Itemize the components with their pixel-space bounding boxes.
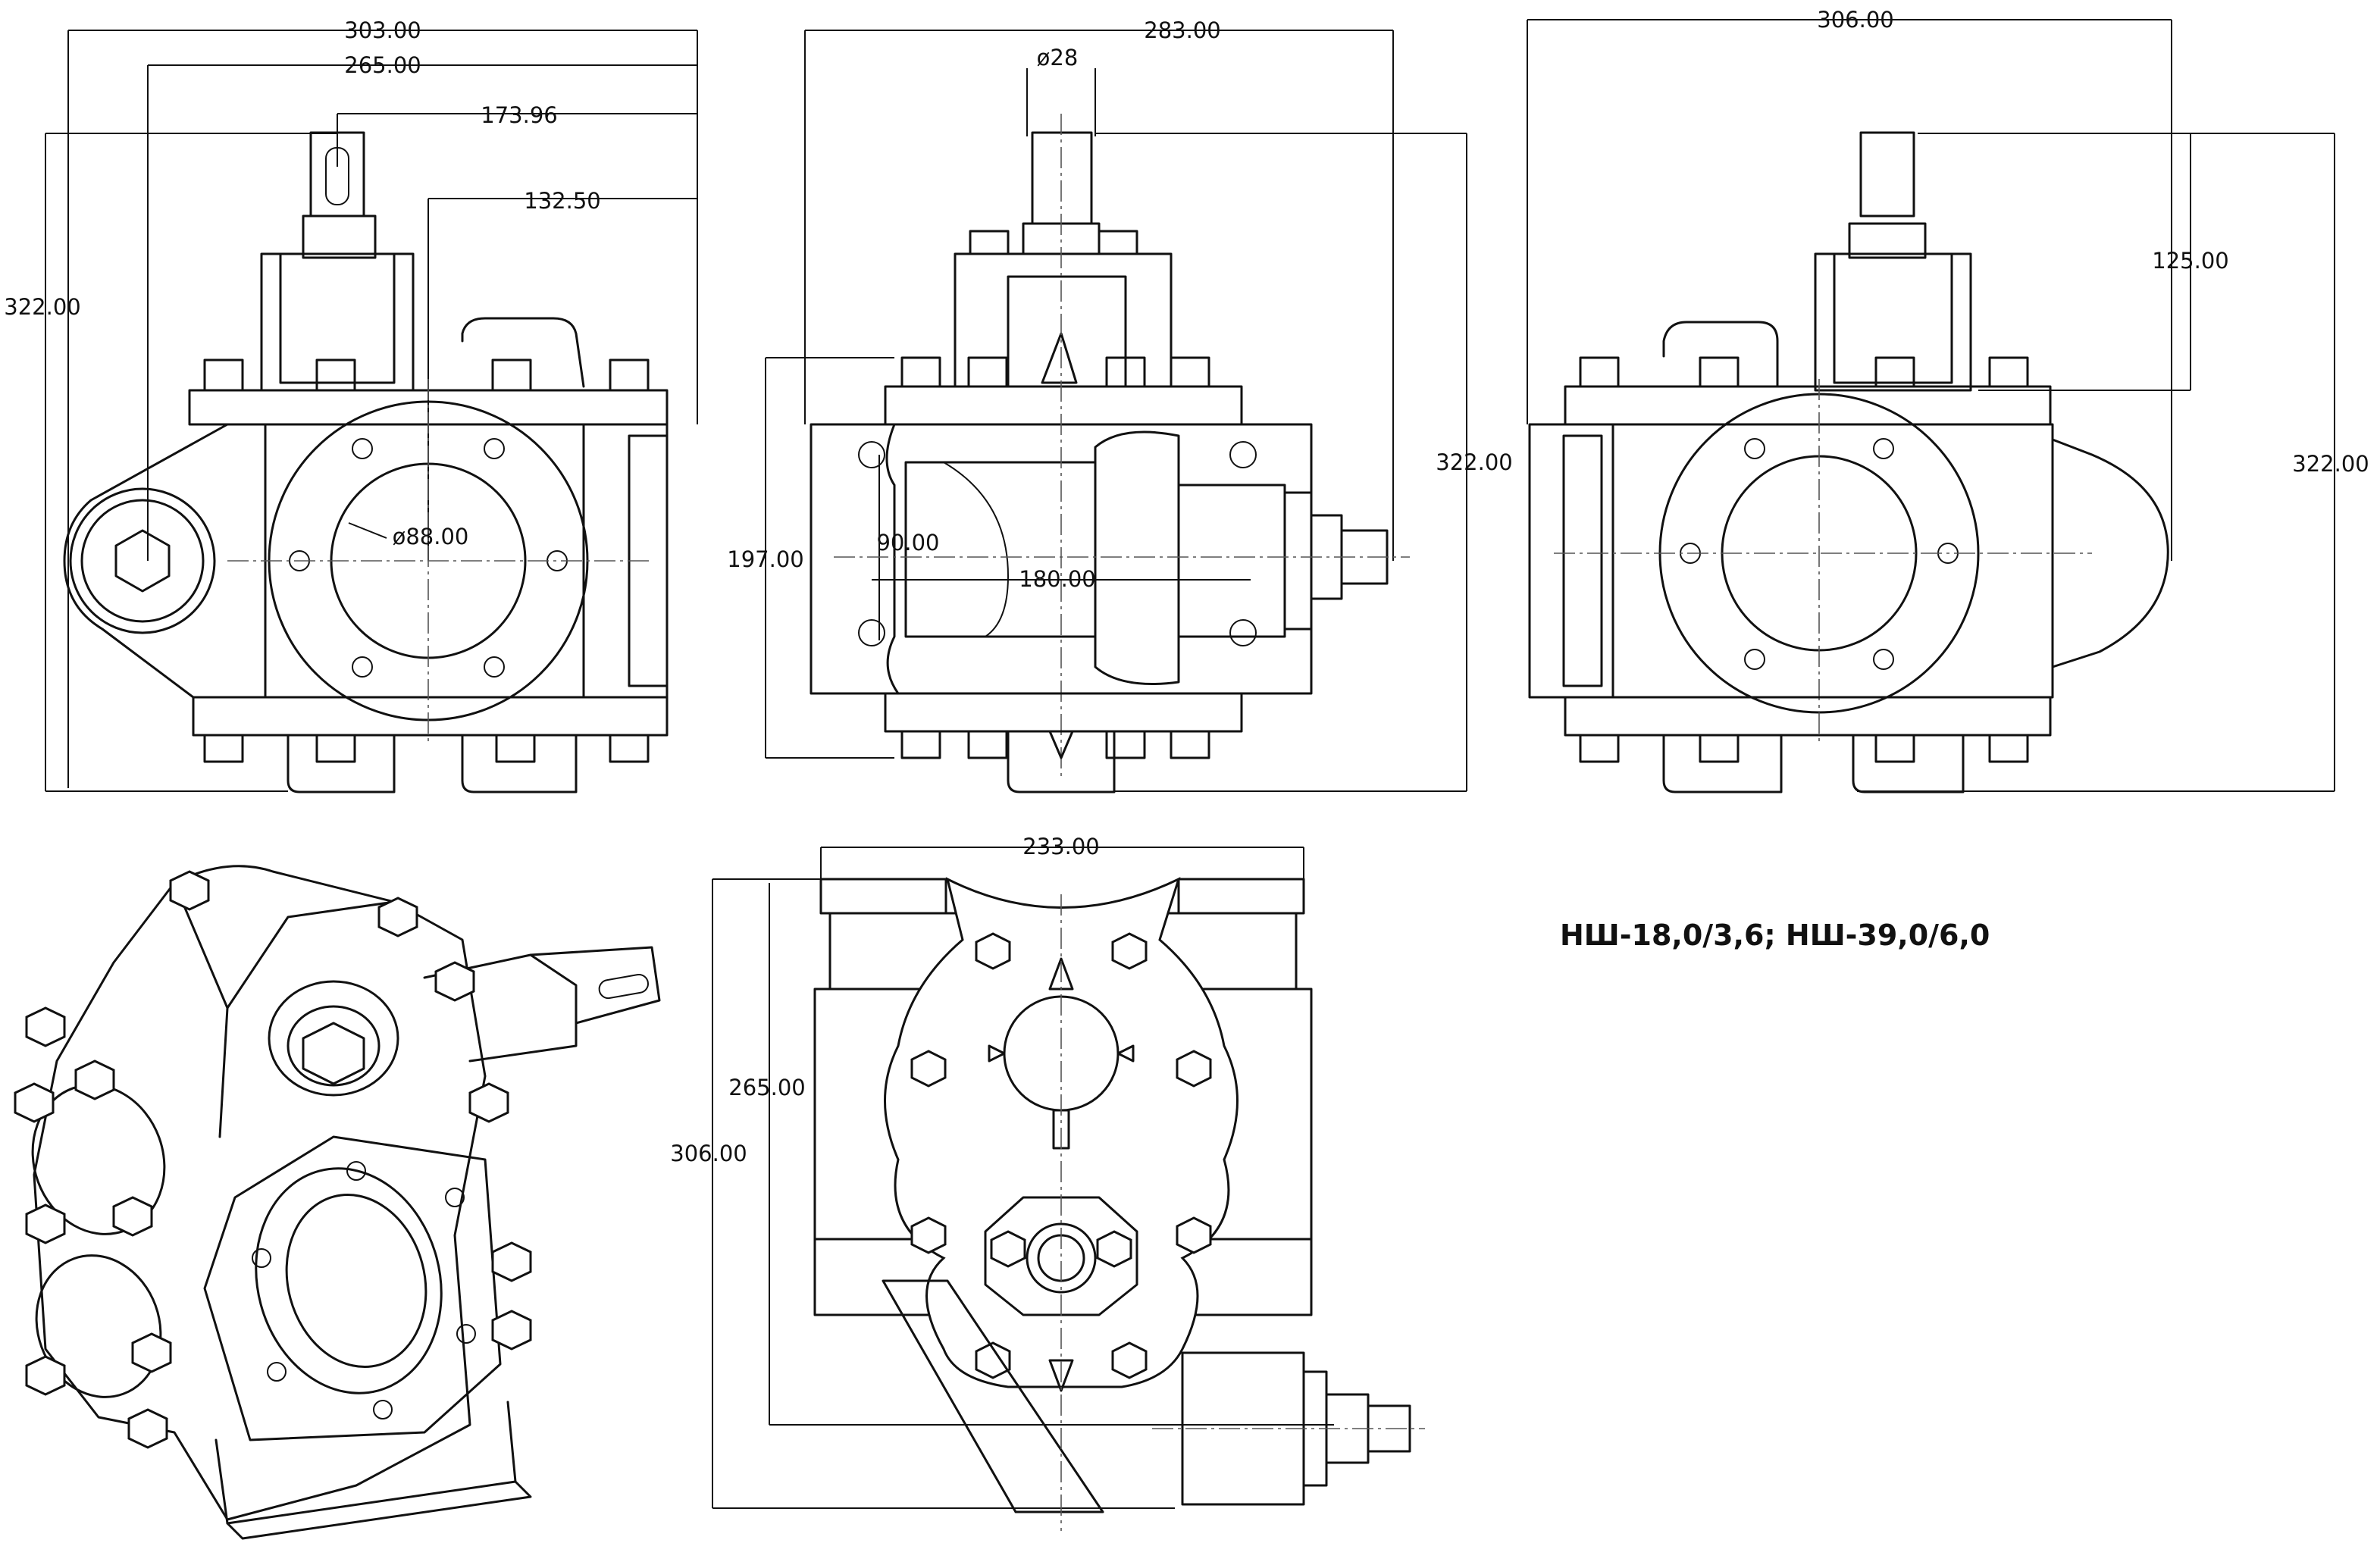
dim-bottom-overall-height: 306.00 [670,1141,747,1166]
dim-front-shaft-offset: 173.96 [481,102,557,128]
side-bottom-bolts [900,730,1210,759]
dim-rear-width: 306.00 [1817,7,1893,33]
pump-model-title: НШ-18,0/3,6; НШ-39,0/6,0 [1560,919,1990,952]
dim-side-port-offset: 90.00 [876,530,939,556]
dim-side-length: 180.00 [1019,566,1095,592]
bottom-view: 233.00 265.00 306.00 [670,834,1425,1531]
rear-bottom-bolts [1579,734,2029,763]
dim-front-port-diameter: ø88.00 [393,524,469,549]
dim-side-shaft-diameter: ø28 [1037,45,1079,70]
dim-front-height: 322.00 [4,294,80,320]
dim-rear-height: 322.00 [2292,451,2369,477]
front-bottom-bolts [203,734,650,763]
front-view: 303.00 265.00 173.96 132.50 322.00 [4,17,698,793]
side-top-bolts [900,356,1210,388]
dim-front-mid-width: 265.00 [344,52,421,78]
dim-front-port-offset: 132.50 [524,188,600,214]
bottom-view-bolts [910,932,1212,1379]
iso-bolts [14,870,532,1449]
front-top-bolts [203,358,650,392]
side-view: 283.00 ø28 322.00 197.00 90.00 180.00 [727,17,1513,793]
dim-side-height: 322.00 [1436,449,1512,475]
isometric-view [14,865,661,1540]
dim-bottom-width: 233.00 [1022,834,1099,859]
dim-side-mount-height: 197.00 [727,546,803,572]
dim-front-width: 303.00 [344,17,421,43]
dim-rear-shaft-height: 125.00 [2152,248,2228,274]
dim-side-width: 283.00 [1144,17,1220,43]
rear-top-bolts [1579,356,2029,388]
rear-view: 306.00 125.00 322.00 [1527,7,2369,793]
dim-bottom-inner-height: 265.00 [728,1075,805,1100]
